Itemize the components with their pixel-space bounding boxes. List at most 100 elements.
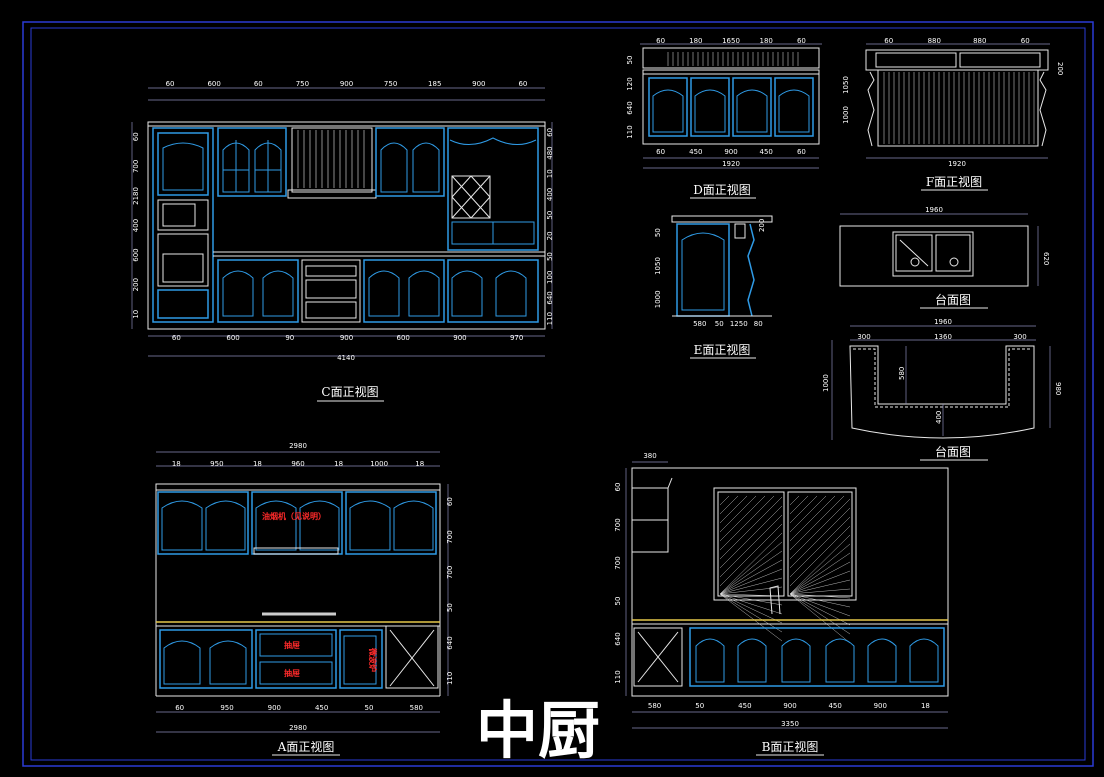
- c-top-dim: 185: [428, 80, 441, 88]
- a-bottom-dim: 50: [365, 704, 374, 712]
- c-right-dim: 60: [546, 128, 554, 137]
- d-caption: D面正视图: [693, 182, 751, 197]
- c-left-dim: 10: [132, 310, 140, 319]
- counter2-caption: 台面图: [935, 444, 971, 459]
- f-caption: F面正视图: [926, 174, 982, 189]
- f-left-dim: 1000: [842, 106, 850, 124]
- c-right-dim: 50: [546, 211, 554, 220]
- c-top-dim: 60: [518, 80, 527, 88]
- d-left-dim: 640: [626, 101, 634, 114]
- d-left-dim: 120: [626, 77, 634, 90]
- b-left-dim: 640: [614, 632, 622, 645]
- counter1-width: 1960: [925, 206, 943, 214]
- c-right-dim: 480: [546, 146, 554, 159]
- a-drawer-label-1: 抽屉: [284, 640, 300, 650]
- b-left-dim: 50: [614, 597, 622, 606]
- b-bottom-dim: 450: [738, 702, 751, 710]
- c-top-dim: 900: [340, 80, 353, 88]
- f-left-dim: 1050: [842, 76, 850, 94]
- counter2-left: 1000: [822, 374, 830, 392]
- b-bottom-dim: 18: [921, 702, 930, 710]
- counter2-dim-a: 300: [857, 333, 870, 341]
- drawing-title: 中厨: [476, 694, 600, 767]
- c-right-dim: 640: [546, 291, 554, 304]
- a-right-dim: 700: [446, 566, 454, 579]
- c-right-dim: 10: [546, 169, 554, 178]
- c-bottom-dim: 970: [510, 334, 523, 342]
- c-bottom-dim: 90: [285, 334, 294, 342]
- d-bottom-dim: 900: [724, 148, 737, 156]
- a-bottom-dim: 450: [315, 704, 328, 712]
- c-top-dim: 750: [296, 80, 309, 88]
- c-left-dim: 60: [132, 132, 140, 141]
- outer-frame: [22, 21, 1094, 767]
- a-right-dim: 50: [446, 603, 454, 612]
- d-top-dim: 180: [689, 37, 702, 45]
- e-bottom-dim: 1250: [730, 320, 748, 328]
- a-top-dim: 18: [172, 460, 181, 468]
- c-right-dim: 100: [546, 271, 554, 284]
- c-right-dim: 50: [546, 252, 554, 261]
- counter2-dim-c: 300: [1013, 333, 1026, 341]
- a-top-dim: 18: [334, 460, 343, 468]
- counter2-right: 980: [1054, 382, 1062, 395]
- d-total-dim: 1920: [722, 160, 740, 168]
- a-right-dim: 700: [446, 530, 454, 543]
- c-left-dim: 600: [132, 248, 140, 261]
- a-total-top: 2980: [289, 442, 307, 450]
- c-caption: C面正视图: [321, 384, 378, 399]
- a-top-dim: 1000: [370, 460, 388, 468]
- c-left-dim: 200: [132, 278, 140, 291]
- d-top-dim: 180: [760, 37, 773, 45]
- a-bottom-dim: 950: [220, 704, 233, 712]
- d-left-dim: 50: [626, 56, 634, 65]
- b-left-dim: 700: [614, 556, 622, 569]
- d-left-dim: 110: [626, 125, 634, 138]
- a-caption: A面正视图: [277, 739, 335, 754]
- c-left-dim: 400: [132, 219, 140, 232]
- c-bottom-dim: 900: [340, 334, 353, 342]
- a-top-dim: 950: [210, 460, 223, 468]
- c-left-dim: 2180: [132, 187, 140, 205]
- c-bottom-dim: 900: [453, 334, 466, 342]
- c-bottom-dim: 600: [226, 334, 239, 342]
- e-right-dim: 200: [758, 219, 766, 232]
- a-right-dim: 60: [446, 497, 454, 506]
- counter1-depth: 620: [1042, 252, 1050, 265]
- a-top-dim: 18: [415, 460, 424, 468]
- f-top-dim: 880: [973, 37, 986, 45]
- e-left-dim: 1050: [654, 257, 662, 275]
- b-left-dim: 110: [614, 670, 622, 683]
- e-left-dim: 50: [654, 228, 662, 237]
- a-bottom-dim: 580: [410, 704, 423, 712]
- b-bottom-dim: 450: [828, 702, 841, 710]
- c-right-dim: 110: [546, 312, 554, 325]
- c-top-dim: 60: [166, 80, 175, 88]
- inner-frame: [30, 27, 1086, 761]
- d-bottom-dim: 60: [656, 148, 665, 156]
- counter2-dim-b: 1360: [934, 333, 952, 341]
- d-bottom-dim: 450: [689, 148, 702, 156]
- a-top-dim: 18: [253, 460, 262, 468]
- f-top-dim: 60: [884, 37, 893, 45]
- c-top-dim: 900: [472, 80, 485, 88]
- c-top-dim: 600: [207, 80, 220, 88]
- counter2-width: 1960: [934, 318, 952, 326]
- e-left-dim: 1000: [654, 290, 662, 308]
- counter-plan-2: 1960 300 1360 300 1000 580 980 400 台面图: [822, 318, 1062, 461]
- b-total-dim: 3350: [781, 720, 799, 728]
- a-hood-label: 油烟机（见说明）: [262, 511, 326, 521]
- counter-plan-1: 1960 620 台面图: [839, 206, 1050, 309]
- counter2-inner: 580: [898, 367, 906, 380]
- e-bottom-dim: 80: [754, 320, 763, 328]
- f-right-dim: 200: [1056, 62, 1064, 75]
- a-side-label: 微波炉: [368, 647, 378, 672]
- f-top-dim: 880: [928, 37, 941, 45]
- d-top-dim: 1650: [722, 37, 740, 45]
